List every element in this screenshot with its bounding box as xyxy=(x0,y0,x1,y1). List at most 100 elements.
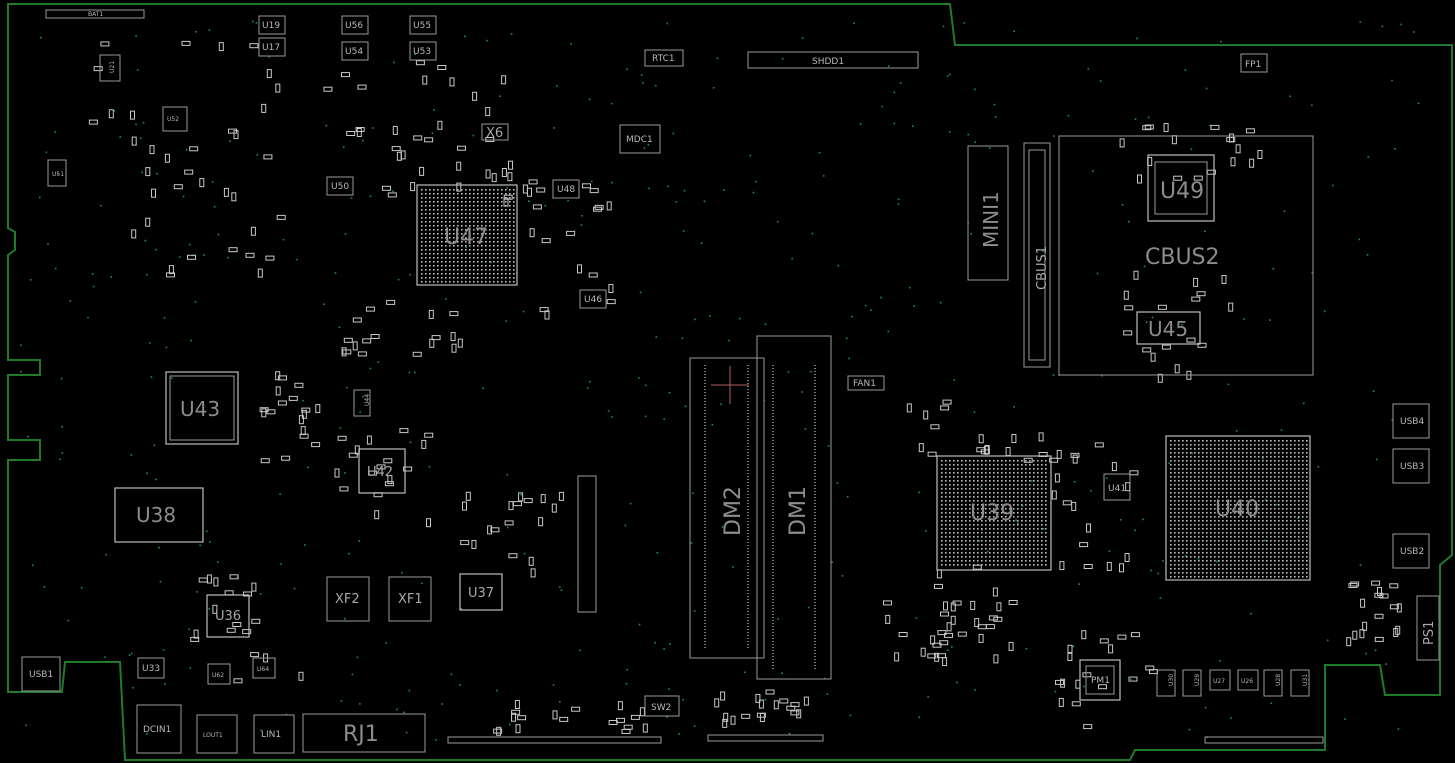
ps1-label: PS1 xyxy=(1422,621,1437,645)
u39-bga xyxy=(936,455,1052,571)
mini1-label: MINI1 xyxy=(979,191,1003,248)
mdc1-outline xyxy=(619,124,661,154)
usb2-label: USB2 xyxy=(1400,547,1424,557)
xf2-label: XF2 xyxy=(335,592,360,607)
u45-outline xyxy=(1136,311,1201,345)
dm1-label: DM1 xyxy=(786,486,811,536)
xf2-outline xyxy=(326,576,370,622)
u38-outline xyxy=(114,487,204,543)
dm2-label: DM2 xyxy=(721,486,746,536)
fan1-outline xyxy=(847,375,885,391)
u55-label: U55 xyxy=(413,21,431,31)
usb2-outline xyxy=(1392,533,1430,569)
rtc1-outline xyxy=(644,49,684,67)
u48-outline xyxy=(552,179,580,199)
u19-outline xyxy=(258,15,286,35)
u42-label: U42 xyxy=(367,465,393,480)
u39-label: U39 xyxy=(970,501,1014,526)
xf1-outline xyxy=(388,576,432,622)
u47-label: U47 xyxy=(444,225,488,250)
u42-outline xyxy=(358,448,406,494)
u17-outline xyxy=(258,37,286,57)
rj1-outline xyxy=(302,713,426,753)
u46-outline xyxy=(579,289,607,309)
u44-label: U44 xyxy=(364,394,371,406)
pm1-inner xyxy=(1085,665,1115,695)
dm2-outline xyxy=(689,357,765,659)
usb4-outline xyxy=(1392,403,1430,439)
u41-label: U41 xyxy=(1108,484,1126,494)
usb1-outline xyxy=(21,656,61,692)
u30-outline xyxy=(1156,669,1176,697)
xf1-label: XF1 xyxy=(398,592,423,607)
u50-outline xyxy=(326,176,354,196)
u29-outline xyxy=(1182,669,1202,697)
u54-label: U54 xyxy=(345,47,363,57)
u45-label: U45 xyxy=(1148,317,1188,341)
dcin1-label: DCIN1 xyxy=(143,725,171,735)
usb1-label: USB1 xyxy=(29,670,53,680)
lin1-outline xyxy=(253,714,295,754)
u30-label: U30 xyxy=(1168,674,1175,686)
mini1-outline xyxy=(967,145,1009,281)
u49-label: U49 xyxy=(1160,179,1204,204)
u53-outline xyxy=(409,41,437,61)
u50-label: U50 xyxy=(331,182,349,192)
x6-label: X6 xyxy=(486,126,503,141)
u41-outline xyxy=(1103,473,1131,501)
db-connector-outline xyxy=(577,475,597,613)
rj1-label: RJ1 xyxy=(343,722,379,747)
passive-components xyxy=(88,40,1402,736)
u28-outline xyxy=(1263,669,1283,697)
sw2-outline xyxy=(644,695,680,717)
u56-label: U56 xyxy=(345,21,363,31)
u54-outline xyxy=(341,41,369,61)
u33-label: U33 xyxy=(142,664,160,674)
u43-inner xyxy=(169,375,235,441)
u28-label: U28 xyxy=(1275,674,1282,686)
dcin1-outline xyxy=(136,704,182,754)
cbus2-outline xyxy=(1058,135,1314,376)
u26-outline xyxy=(1237,669,1259,691)
u17-label: U17 xyxy=(262,43,280,53)
pm1-outline xyxy=(1079,659,1121,701)
u48-label: U48 xyxy=(557,185,575,195)
u55-outline xyxy=(409,15,437,35)
lin1-label: LIN1 xyxy=(261,730,281,740)
u62-label: U62 xyxy=(212,672,224,679)
u31-label: U31 xyxy=(1302,674,1309,686)
usb3-label: USB3 xyxy=(1400,462,1424,472)
shdd1-outline xyxy=(747,51,919,69)
u37-label: U37 xyxy=(468,586,494,601)
cbus1-inner xyxy=(1028,149,1046,361)
u27-outline xyxy=(1209,669,1231,691)
u47-bga xyxy=(416,184,518,286)
u64-outline xyxy=(252,657,276,679)
x6-outline xyxy=(481,123,509,141)
ps1-outline xyxy=(1416,595,1440,661)
u21-outline xyxy=(99,54,121,82)
mdc1-label: MDC1 xyxy=(626,135,653,145)
u19-label: U19 xyxy=(262,21,280,31)
u21-label: U21 xyxy=(109,61,116,73)
bottom-header-3 xyxy=(1204,736,1324,744)
bat1-outline xyxy=(45,9,145,19)
bat1-label: BAT1 xyxy=(88,11,103,18)
u46-label: U46 xyxy=(584,295,602,305)
cbus1-label: CBUS1 xyxy=(1035,246,1050,290)
pm1-label: PM1 xyxy=(1091,676,1110,686)
u40-bga xyxy=(1165,435,1311,581)
u52-label: U52 xyxy=(167,116,179,123)
usb3-outline xyxy=(1392,448,1430,484)
lout1-label: LOUT1 xyxy=(203,732,223,739)
shdd1-label: SHDD1 xyxy=(812,57,844,67)
lout1-outline xyxy=(196,714,238,754)
u43-outline xyxy=(165,371,239,445)
u43-label: U43 xyxy=(180,397,220,421)
fp1-outline xyxy=(1240,53,1268,73)
u40-label: U40 xyxy=(1215,497,1259,522)
dm1-outline xyxy=(756,335,832,680)
u53-label: U53 xyxy=(413,47,431,57)
u31-outline xyxy=(1290,669,1310,697)
u49-inner xyxy=(1154,161,1208,215)
